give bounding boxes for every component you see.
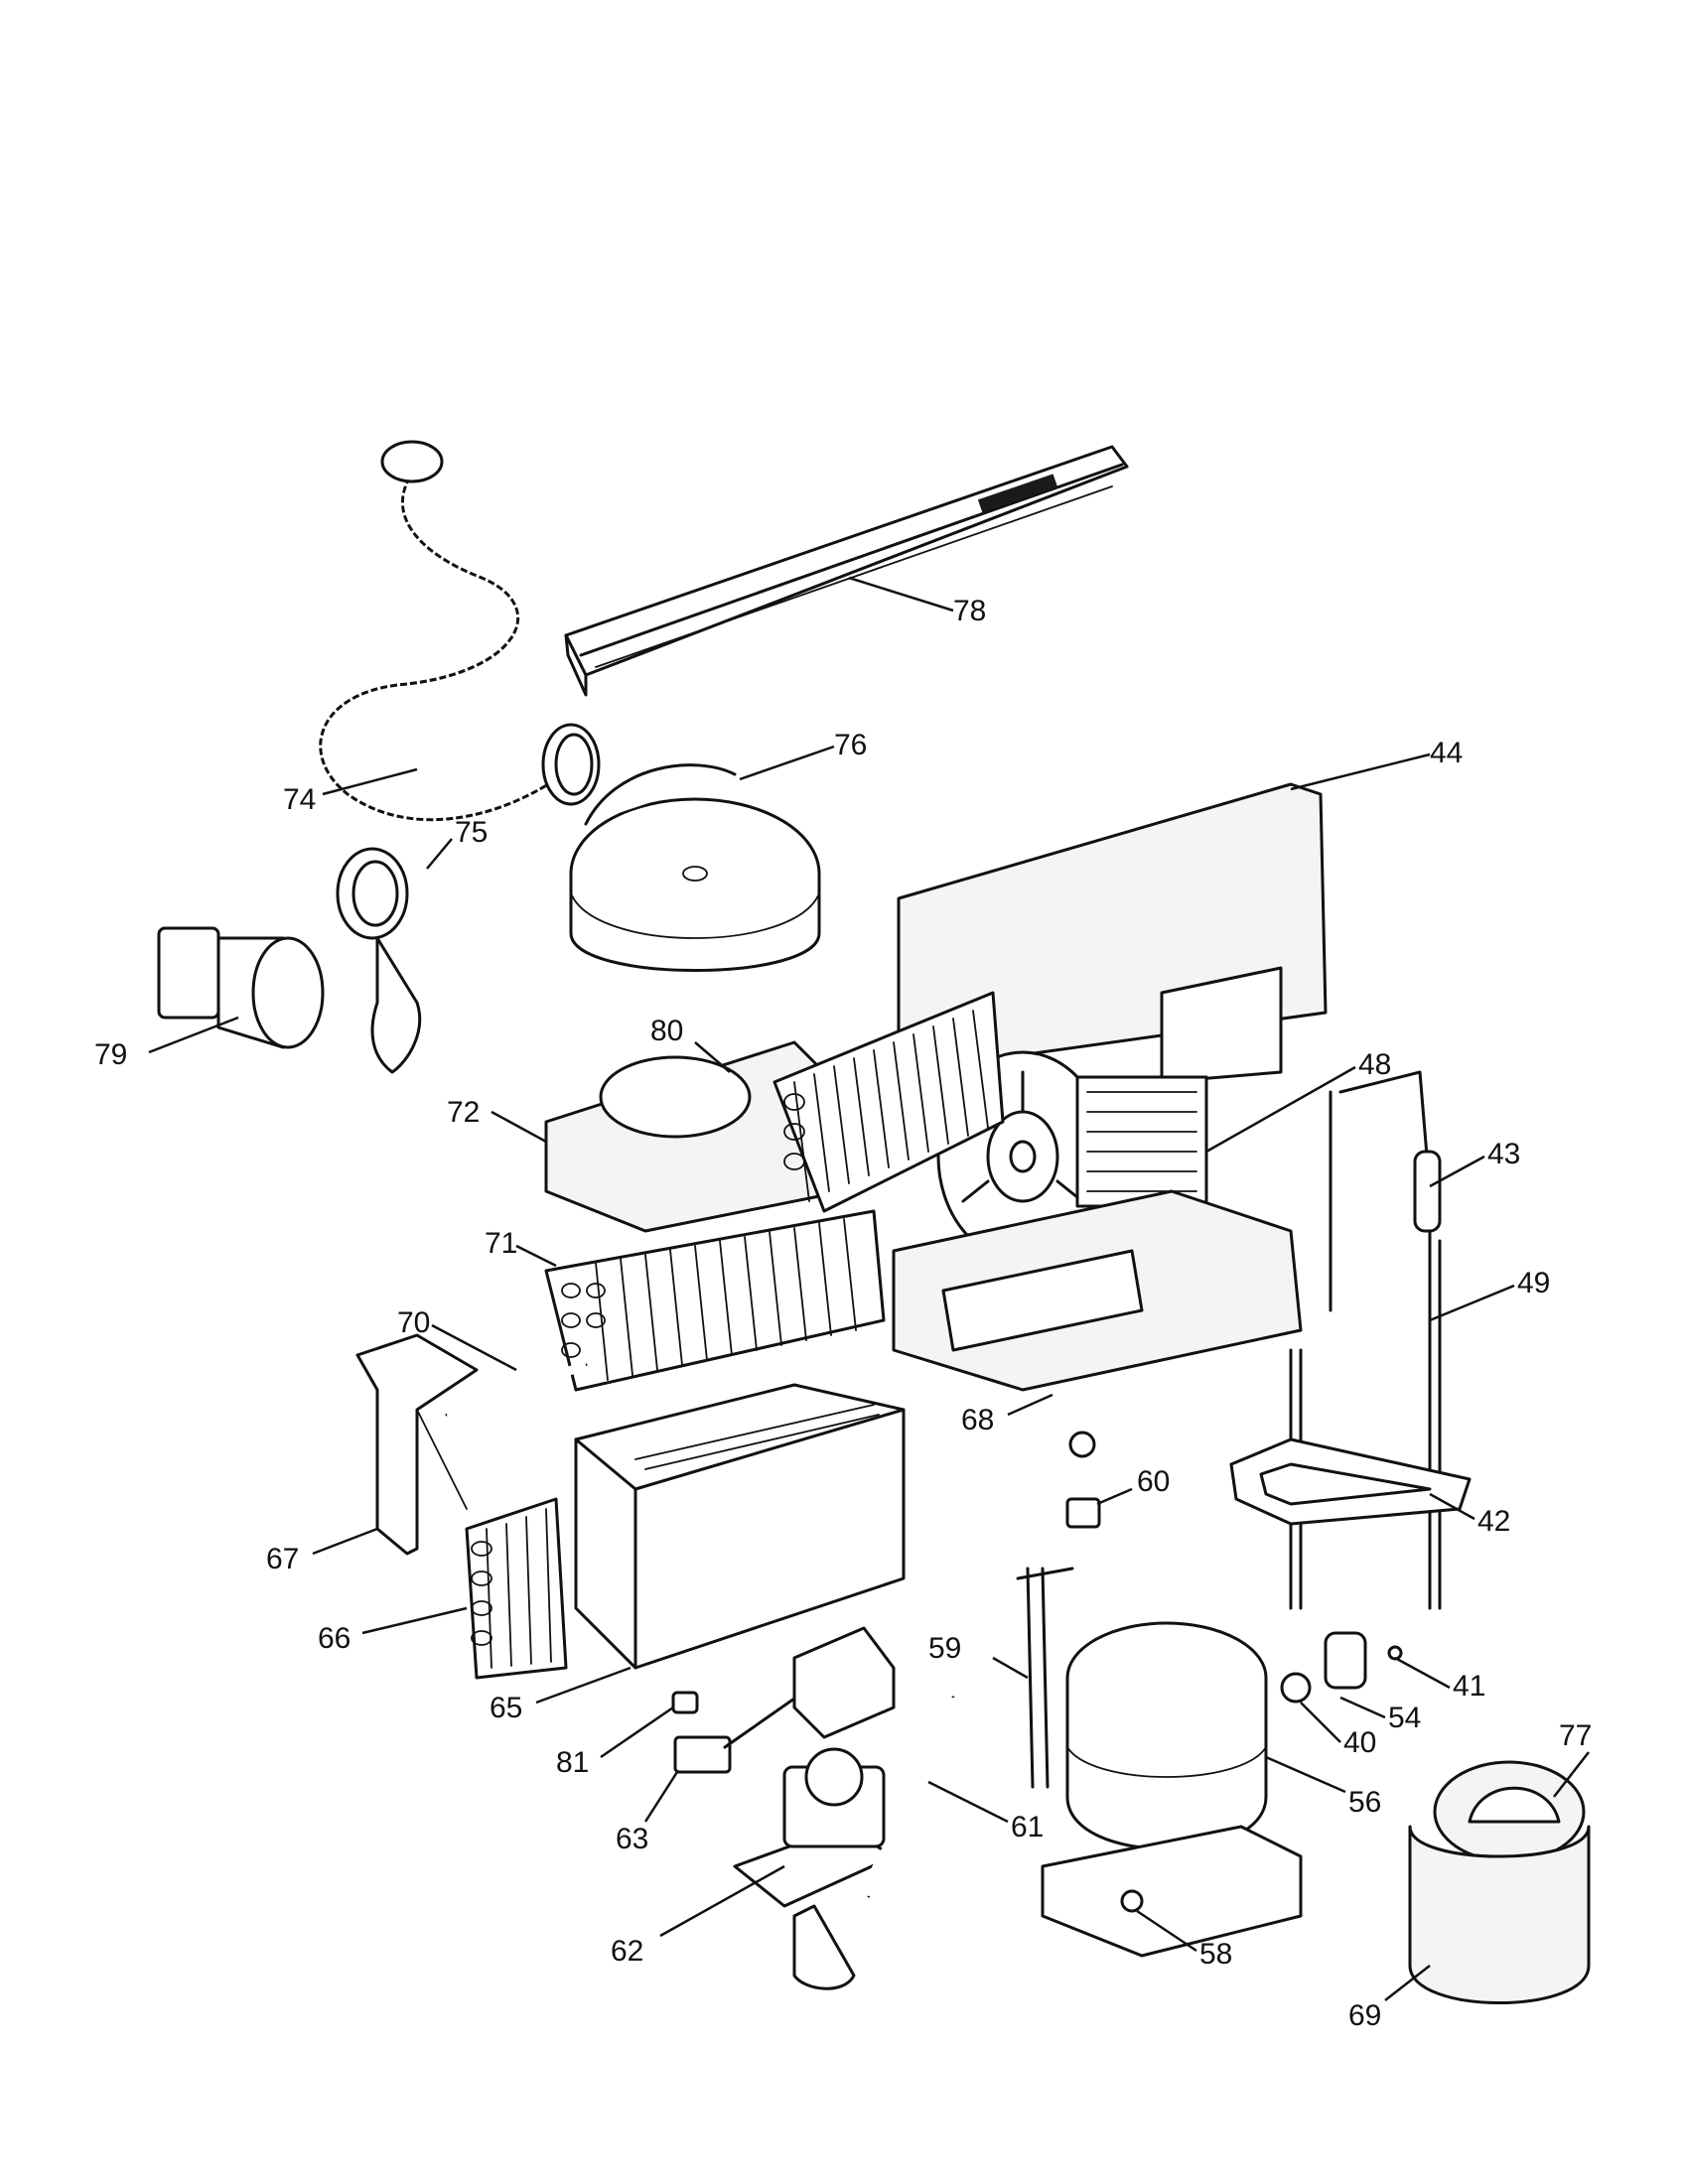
leader-56 [1265,1755,1346,1794]
label-77: 77 [1559,1719,1592,1752]
leader-72 [491,1110,547,1144]
label-44: 44 [1430,737,1463,769]
label-48: 48 [1358,1048,1391,1081]
label-76: 76 [834,729,867,761]
label-78: 78 [953,595,986,627]
leader-40 [1300,1702,1341,1743]
label-69: 69 [1348,1999,1381,2032]
part-78-top-rail [564,445,1129,697]
leader-77 [1553,1751,1590,1798]
leader-76 [739,745,835,781]
label-62: 62 [611,1935,643,1968]
label-66: 66 [318,1622,351,1655]
label-75: 75 [455,816,488,849]
part-70-tube [445,1360,588,1420]
leader-lines [148,576,1590,2001]
label-59: 59 [928,1632,961,1665]
part-77-cap [1433,1760,1586,1863]
label-81: 81 [556,1746,589,1779]
part-60-relay [1065,1431,1101,1529]
label-49: 49 [1517,1267,1550,1299]
part-81-connector [671,1691,699,1714]
leader-62 [659,1864,785,1938]
part-65-cabinet [574,1383,906,1670]
part-63-switch [673,1626,896,1774]
part-54-terminal-cover [1280,1672,1312,1704]
part-71-evaporator-coil [544,1209,886,1392]
label-40: 40 [1343,1726,1376,1759]
leader-68 [1007,1393,1053,1417]
leader-43 [1429,1155,1485,1188]
part-75-gasket [336,847,422,1074]
label-63: 63 [616,1823,648,1855]
leader-70 [431,1323,517,1372]
leader-54 [1339,1696,1386,1719]
label-79: 79 [94,1038,127,1071]
leader-74 [322,767,418,796]
leader-48 [1205,1065,1356,1154]
label-68: 68 [961,1404,994,1436]
leader-59 [992,1656,1029,1680]
leader-58 [1136,1909,1197,1953]
part-76-blower-housing [569,763,821,972]
part-72-housing-box [544,1040,846,1233]
leader-61 [927,1780,1009,1824]
label-58: 58 [1199,1938,1232,1971]
leader-78 [848,576,954,613]
part-69-compressor-blanket [1408,1825,1591,2004]
part-56-compressor [1016,1567,1303,1958]
label-42: 42 [1477,1505,1510,1538]
part-74-flexible-hose [290,440,601,850]
label-74: 74 [283,783,316,816]
part-79-adapter [157,926,325,1049]
part-66-side-coil [465,1497,568,1680]
leader-42 [1429,1492,1475,1521]
leader-75 [426,838,453,870]
leader-41 [1394,1656,1451,1690]
leader-63 [643,1771,679,1823]
part-41-overload [1324,1631,1403,1690]
leader-79 [148,1016,239,1054]
label-80: 80 [650,1015,683,1047]
leader-49 [1429,1284,1515,1322]
part-62-pump [733,1747,896,1990]
label-72: 72 [447,1096,480,1129]
part-piping [1229,1070,1472,1610]
leader-71 [515,1244,557,1268]
leader-67 [312,1527,378,1556]
label-41: 41 [1453,1670,1485,1703]
label-67: 67 [266,1543,299,1575]
label-71: 71 [485,1227,517,1260]
label-56: 56 [1348,1786,1381,1819]
leader-80 [694,1041,731,1073]
label-60: 60 [1137,1465,1170,1498]
leader-65 [535,1666,632,1705]
leader-66 [361,1606,468,1635]
leader-60 [1096,1487,1133,1506]
leader-44 [1290,752,1431,791]
part-68-base-tray [892,1189,1303,1392]
label-43: 43 [1487,1138,1520,1170]
part-number-labels: 78 76 44 74 75 79 80 48 72 43 71 49 70 6… [94,595,1592,2032]
label-54: 54 [1388,1702,1421,1734]
label-61: 61 [1011,1811,1044,1843]
part-58-fitting [1120,1889,1144,1913]
part-80-condenser-coil [772,991,1005,1213]
part-67-bracket [355,1333,479,1556]
label-65: 65 [490,1692,522,1724]
leader-69 [1384,1965,1431,2001]
leader-81 [600,1706,674,1759]
part-61-hose [861,1696,962,1899]
label-70: 70 [397,1306,430,1339]
